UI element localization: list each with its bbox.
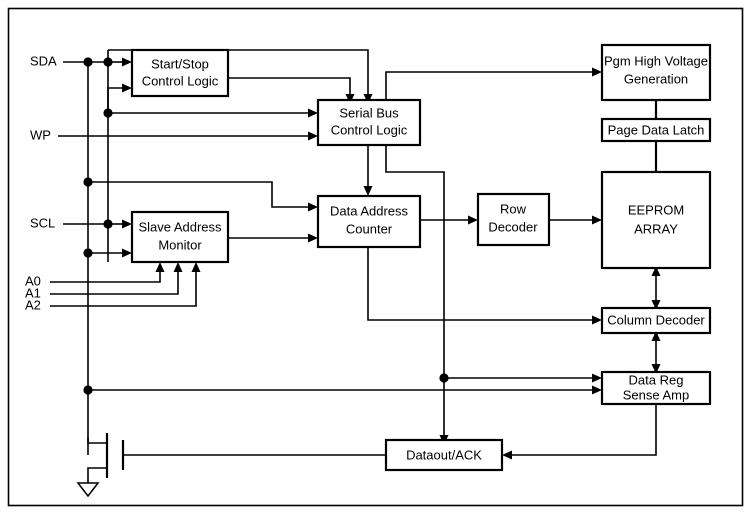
arrowhead-datareg-down xyxy=(651,364,661,374)
arrowhead-datareg-in1 xyxy=(592,373,602,383)
arrowhead-dac-in2 xyxy=(308,233,318,243)
arrowhead-eeprom-up xyxy=(651,266,661,276)
block-serial-bus-control-logic[interactable]: Serial Bus Control Logic xyxy=(316,98,422,147)
pgmhv-line2: Generation xyxy=(624,71,688,86)
columndecoder-line1: Column Decoder xyxy=(607,312,705,327)
block-data-reg-sense-amp[interactable]: Data Reg Sense Amp xyxy=(600,370,712,406)
block-data-address-counter[interactable]: Data Address Counter xyxy=(316,194,422,249)
dataoutack-line1: Dataout/ACK xyxy=(406,447,482,462)
block-eeprom-array[interactable]: EEPROM ARRAY xyxy=(600,170,712,270)
pin-label-a2: A2 xyxy=(25,297,41,312)
wire-transistor-drain xyxy=(87,437,107,444)
pin-label-a0: A0 xyxy=(25,273,41,288)
junction-sda-dac xyxy=(83,177,93,187)
arrowhead-slaveaddr-in1 xyxy=(122,219,132,229)
pin-label-sda: SDA xyxy=(30,53,57,68)
arrowhead-dataoutack-right xyxy=(502,450,512,460)
block-dataout-ack[interactable]: Dataout/ACK xyxy=(384,438,504,472)
serial-bus-line1: Serial Bus xyxy=(339,105,399,120)
arrowhead-datareg-in2 xyxy=(592,385,602,395)
wire-a0 xyxy=(50,270,161,283)
wire-datareg-to-dataoutack xyxy=(510,404,657,456)
wire-sda-to-dac-in1 xyxy=(88,181,310,208)
ground-symbol xyxy=(76,482,100,498)
junction-sda-1 xyxy=(83,57,93,67)
arrowhead-columndecoder-down xyxy=(651,300,661,310)
arrowhead-rowdecoder-in xyxy=(468,215,478,225)
arrowhead-pgmhv-in xyxy=(592,67,602,77)
junction-sda-slaveaddr xyxy=(83,248,93,258)
block-column-decoder[interactable]: Column Decoder xyxy=(600,306,712,335)
start-stop-line2: Control Logic xyxy=(142,73,219,88)
start-stop-line1: Start/Stop xyxy=(151,56,209,71)
row-decoder-line1: Row xyxy=(500,201,527,216)
arrowhead-columndecoder-up xyxy=(651,331,661,341)
arrowhead-a1 xyxy=(173,262,183,272)
datareg-line1: Data Reg xyxy=(629,372,684,387)
wire-a2 xyxy=(50,270,197,307)
junction-sda-2 xyxy=(103,57,113,67)
arrowhead-dac-in1 xyxy=(308,202,318,212)
slave-addr-line1: Slave Address xyxy=(138,219,222,234)
pgmhv-line1: Pgm High Voltage xyxy=(604,53,708,68)
row-decoder-line2: Decoder xyxy=(488,219,538,234)
eeprom-line1: EEPROM xyxy=(628,202,684,217)
wire-layer xyxy=(50,49,661,498)
wire-serialbus-to-pgmhv xyxy=(385,71,594,100)
junction-serialbus-datareg xyxy=(439,373,449,383)
wire-dac-to-columndecoder xyxy=(367,247,594,321)
block-start-stop-control-logic[interactable]: Start/Stop Control Logic xyxy=(130,48,230,98)
slave-addr-line2: Monitor xyxy=(158,237,202,252)
eeprom-line2: ARRAY xyxy=(634,221,678,236)
wire-startstop-out-to-serialbus xyxy=(228,77,351,96)
dac-line2: Counter xyxy=(346,221,393,236)
junction-sda-datareg xyxy=(83,385,93,395)
arrowhead-a0 xyxy=(155,262,165,272)
pagedatalatch-line1: Page Data Latch xyxy=(608,122,705,137)
wire-a1 xyxy=(50,270,179,295)
pin-label-a1: A1 xyxy=(25,285,41,300)
arrowhead-serialbus-in2 xyxy=(308,131,318,141)
dac-line1: Data Address xyxy=(330,203,409,218)
arrowhead-serialbus-in1 xyxy=(308,108,318,118)
block-slave-address-monitor[interactable]: Slave Address Monitor xyxy=(130,210,230,264)
arrowhead-columndecoder-in xyxy=(592,315,602,325)
wire-scl-to-startstop xyxy=(107,87,124,113)
arrowhead-slaveaddr-in2 xyxy=(122,248,132,258)
junction-scl-serialbus xyxy=(103,108,113,118)
wire-transistor-source xyxy=(87,467,107,483)
arrowhead-eeprom-in xyxy=(592,215,602,225)
junction-scl-slaveaddr xyxy=(103,219,113,229)
arrowhead-a2 xyxy=(191,262,201,272)
block-page-data-latch[interactable]: Page Data Latch xyxy=(600,117,712,143)
arrowhead-dac-top xyxy=(363,186,373,196)
wire-serialbus-to-dataoutack xyxy=(385,145,445,437)
block-pgm-high-voltage-generation[interactable]: Pgm High Voltage Generation xyxy=(600,43,712,102)
arrowhead-startstop-in1 xyxy=(122,57,132,67)
serial-bus-line2: Control Logic xyxy=(331,122,408,137)
block-row-decoder[interactable]: Row Decoder xyxy=(476,192,551,247)
pin-label-scl: SCL xyxy=(30,215,55,230)
diagram-border xyxy=(7,7,744,507)
pin-label-wp: WP xyxy=(30,127,51,142)
arrowhead-startstop-in2 xyxy=(122,83,132,93)
datareg-line2: Sense Amp xyxy=(623,387,690,402)
